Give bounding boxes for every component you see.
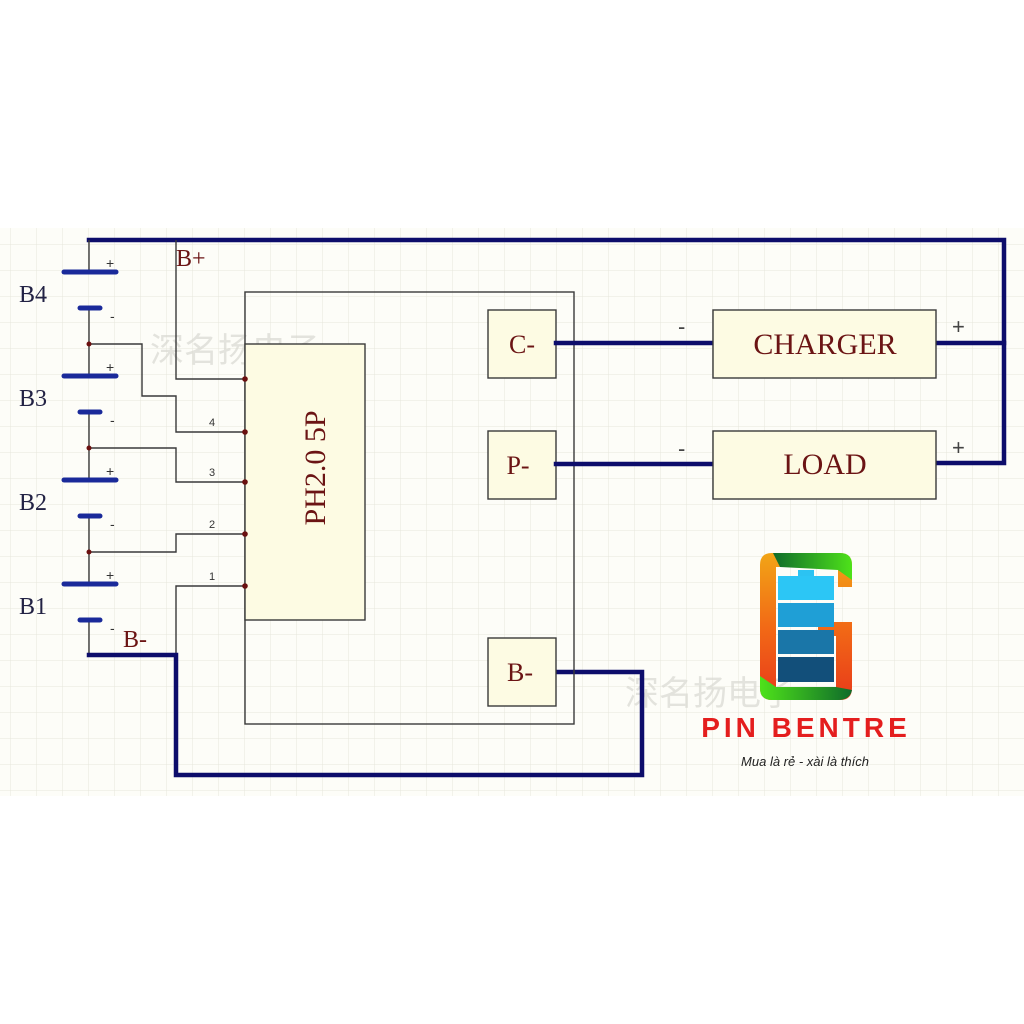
- load-block: LOAD - +: [678, 430, 965, 500]
- b-plus-net-label: B+: [176, 246, 206, 272]
- load-plus-sign: +: [952, 435, 965, 460]
- brand-slogan: Mua là rẻ - xài là thích: [741, 754, 869, 769]
- pin-number-1: 1: [209, 571, 215, 583]
- pin-number-3: 3: [209, 467, 215, 479]
- b-minus-wire: [86, 652, 645, 778]
- brand-name: PIN BENTRE: [701, 712, 911, 743]
- charger-minus-sign: -: [678, 314, 685, 339]
- connector-pin-dot: [242, 583, 248, 589]
- charger-label: CHARGER: [753, 328, 896, 361]
- cell-label: B1: [19, 594, 47, 620]
- battery-cell-b3: + - B3: [19, 359, 119, 428]
- junction-dot: [86, 549, 92, 555]
- pin-number-4: 4: [209, 417, 215, 429]
- junction-dot: [86, 445, 92, 451]
- terminal-p-minus: P-: [487, 430, 557, 500]
- cell-plus-sign: +: [106, 463, 114, 479]
- cell-minus-sign: -: [110, 308, 115, 324]
- cell-plus-sign: +: [106, 567, 114, 583]
- connector-pin-dot: [242, 376, 248, 382]
- junction-dot: [86, 341, 92, 347]
- balance-wires: [89, 343, 245, 655]
- cell-minus-sign: -: [110, 620, 115, 636]
- load-minus-sign: -: [678, 436, 685, 461]
- battery-cell-b2: + - B2: [19, 463, 119, 532]
- battery-g-logo-icon: [760, 553, 852, 700]
- connector-pin-dot: [242, 531, 248, 537]
- cell-plus-sign: +: [106, 255, 114, 271]
- connector-pin-dot: [242, 479, 248, 485]
- terminal-label: B-: [507, 658, 533, 687]
- connector-label: PH2.0 5P: [299, 410, 332, 525]
- charger-plus-sign: +: [952, 314, 965, 339]
- b-plus-sense-wire: [175, 240, 245, 380]
- terminal-c-minus: C-: [487, 309, 557, 379]
- connector-pin-dot: [242, 429, 248, 435]
- terminal-b-minus: B-: [487, 637, 557, 707]
- terminal-label: C-: [509, 330, 535, 359]
- terminal-label: P-: [506, 451, 529, 480]
- charger-block: CHARGER - +: [678, 309, 965, 379]
- cell-minus-sign: -: [110, 412, 115, 428]
- b-minus-net-label: B-: [123, 627, 147, 653]
- cell-label: B2: [19, 490, 47, 516]
- battery-cell-b1: + - B1: [19, 567, 119, 636]
- b-plus-bus-wire: [86, 237, 1007, 466]
- connector-ph2-5p: PH2.0 5P: [244, 343, 366, 621]
- load-label: LOAD: [783, 448, 866, 481]
- cell-label: B3: [19, 386, 47, 412]
- cell-label: B4: [19, 282, 47, 308]
- cell-minus-sign: -: [110, 516, 115, 532]
- battery-cell-b4: + - B4: [19, 255, 119, 324]
- pin-number-2: 2: [209, 519, 215, 531]
- cell-plus-sign: +: [106, 359, 114, 375]
